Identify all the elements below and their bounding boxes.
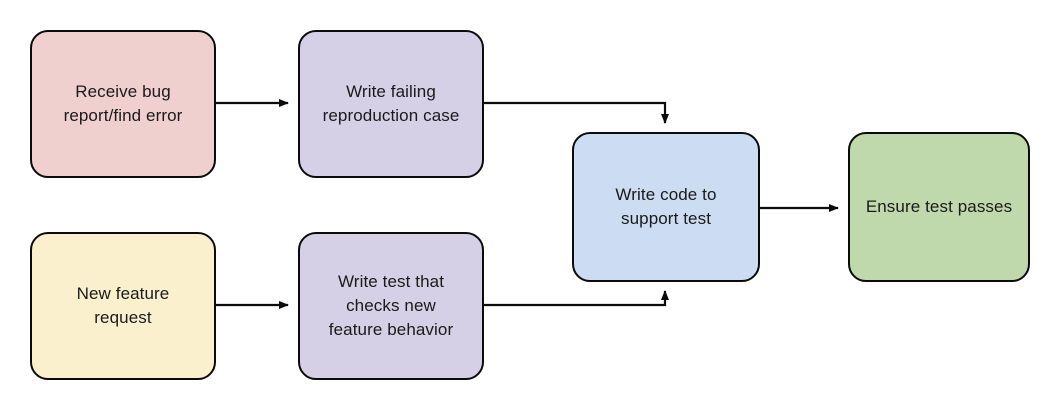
node-receive-bug-report[interactable]: Receive bug report/find error (30, 30, 216, 178)
node-label: Write code to support test (615, 184, 717, 228)
node-label: Ensure test passes (865, 196, 1013, 216)
connector-edge-test-to-write-code (484, 290, 669, 307)
node-ensure-test-passes[interactable]: Ensure test passes (848, 132, 1030, 282)
node-write-code-to-support-test[interactable]: Write code to support test (572, 132, 760, 282)
node-label: Write failing reproduction case (322, 81, 460, 125)
node-write-test-checks-new-feature-behavior[interactable]: Write test that checks new feature behav… (298, 232, 484, 380)
connector-edge-repro-to-write-code (484, 101, 669, 124)
node-label: Write test that checks new feature behav… (328, 271, 454, 340)
node-new-feature-request[interactable]: New feature request (30, 232, 216, 380)
node-write-failing-reproduction-case[interactable]: Write failing reproduction case (298, 30, 484, 178)
node-label: Receive bug report/find error (63, 81, 183, 125)
node-label: New feature request (76, 283, 170, 327)
